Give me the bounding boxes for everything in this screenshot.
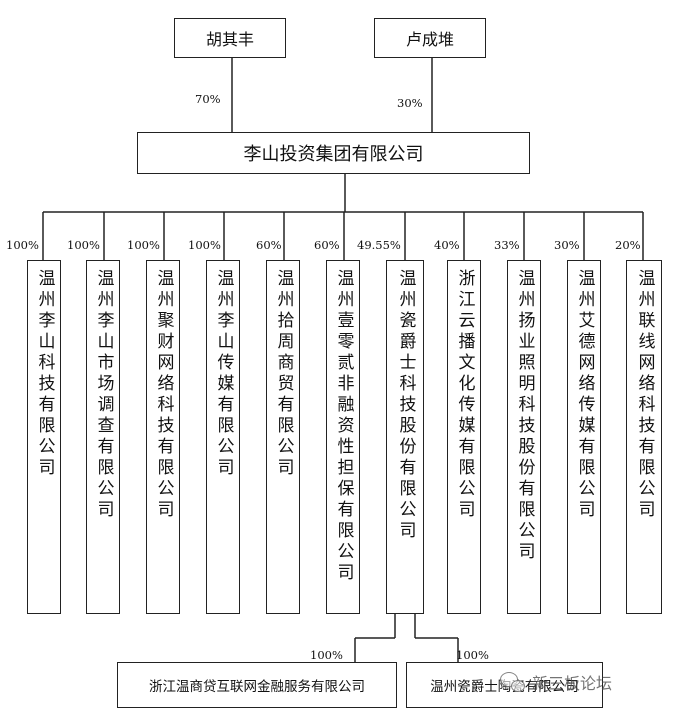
subsidiary-name-7: 浙江云播文化传媒有限公司	[454, 269, 475, 521]
subsidiary-name-8: 温州扬业照明科技股份有限公司	[514, 269, 535, 563]
subsidiary-box-0: 温州李山科技有限公司	[27, 260, 61, 614]
owner-name-2: 卢成堆	[405, 30, 454, 49]
owner-box-1: 胡其丰	[174, 18, 286, 58]
subsidiary-box-4: 温州拾周商贸有限公司	[266, 260, 300, 614]
subsidiary-name-2: 温州聚财网络科技有限公司	[153, 269, 174, 521]
grandchild-share-1: 100%	[310, 648, 343, 662]
subsidiary-box-9: 温州艾德网络传媒有限公司	[567, 260, 601, 614]
owner-share-1: 70%	[195, 92, 221, 106]
watermark: 新三板论坛	[500, 670, 612, 694]
holding-company-box: 李山投资集团有限公司	[137, 132, 530, 174]
subsidiary-name-4: 温州拾周商贸有限公司	[273, 269, 294, 479]
wechat-icon	[500, 672, 526, 692]
sub-share-5: 60%	[314, 238, 340, 252]
subsidiary-name-3: 温州李山传媒有限公司	[213, 269, 234, 479]
sub-share-8: 33%	[494, 238, 520, 252]
subsidiary-name-0: 温州李山科技有限公司	[34, 269, 55, 479]
subsidiary-name-9: 温州艾德网络传媒有限公司	[574, 269, 595, 521]
sub-share-3: 100%	[188, 238, 221, 252]
subsidiary-box-5: 温州壹零贰非融资性担保有限公司	[326, 260, 360, 614]
subsidiary-box-1: 温州李山市场调查有限公司	[86, 260, 120, 614]
grandchild-share-2: 100%	[456, 648, 489, 662]
sub-share-2: 100%	[127, 238, 160, 252]
subsidiary-box-3: 温州李山传媒有限公司	[206, 260, 240, 614]
subsidiary-name-6: 温州瓷爵士科技股份有限公司	[395, 269, 416, 542]
sub-share-7: 40%	[434, 238, 460, 252]
holding-company-name: 李山投资集团有限公司	[243, 144, 424, 165]
sub-share-10: 20%	[615, 238, 641, 252]
owner-box-2: 卢成堆	[374, 18, 486, 58]
subsidiary-box-8: 温州扬业照明科技股份有限公司	[507, 260, 541, 614]
sub-share-0: 100%	[6, 238, 39, 252]
sub-share-6: 49.55%	[357, 238, 401, 252]
subsidiary-box-7: 浙江云播文化传媒有限公司	[447, 260, 481, 614]
sub-share-1: 100%	[67, 238, 100, 252]
subsidiary-box-2: 温州聚财网络科技有限公司	[146, 260, 180, 614]
subsidiary-name-5: 温州壹零贰非融资性担保有限公司	[333, 269, 354, 584]
sub-share-4: 60%	[256, 238, 282, 252]
subsidiary-box-10: 温州联线网络科技有限公司	[626, 260, 662, 614]
grandchild-box-2: 温州瓷爵士陶瓷有限公司	[406, 662, 603, 708]
grandchild-name-1: 浙江温商贷互联网金融服务有限公司	[149, 679, 365, 695]
sub-share-9: 30%	[554, 238, 580, 252]
subsidiary-name-1: 温州李山市场调查有限公司	[93, 269, 114, 521]
watermark-text: 新三板论坛	[532, 674, 613, 693]
owner-share-2: 30%	[397, 96, 423, 110]
subsidiary-box-6: 温州瓷爵士科技股份有限公司	[386, 260, 424, 614]
grandchild-name-2: 温州瓷爵士陶瓷有限公司	[430, 679, 579, 695]
grandchild-box-1: 浙江温商贷互联网金融服务有限公司	[117, 662, 397, 708]
subsidiary-name-10: 温州联线网络科技有限公司	[634, 269, 655, 521]
owner-name-1: 胡其丰	[205, 30, 254, 49]
